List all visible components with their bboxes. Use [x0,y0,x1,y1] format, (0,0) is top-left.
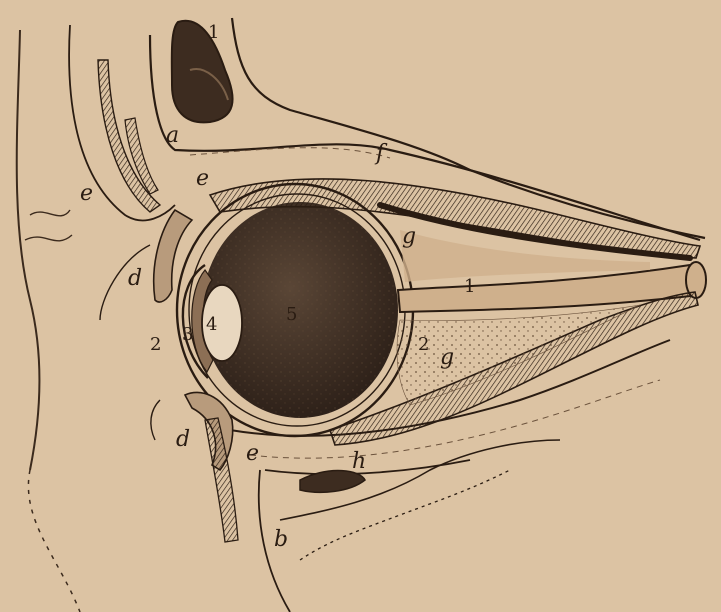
label-e-lower: e [246,441,259,466]
label-3: 3 [182,324,193,345]
label-h: h [352,449,366,474]
label-1-top: 1 [208,22,219,43]
label-1-nerve: 1 [464,276,475,297]
label-e-left: e [80,181,93,206]
label-4: 4 [206,314,217,335]
label-5: 5 [286,304,297,325]
label-d-lower: d [176,427,190,452]
label-a: a [166,123,179,148]
label-b: b [274,527,288,552]
label-2-right: 2 [418,334,429,355]
label-g-lower: g [440,345,454,370]
label-2-left: 2 [150,334,161,355]
label-g-upper: g [402,224,416,249]
label-e-upper: e [196,166,209,191]
label-d-upper: d [128,266,142,291]
